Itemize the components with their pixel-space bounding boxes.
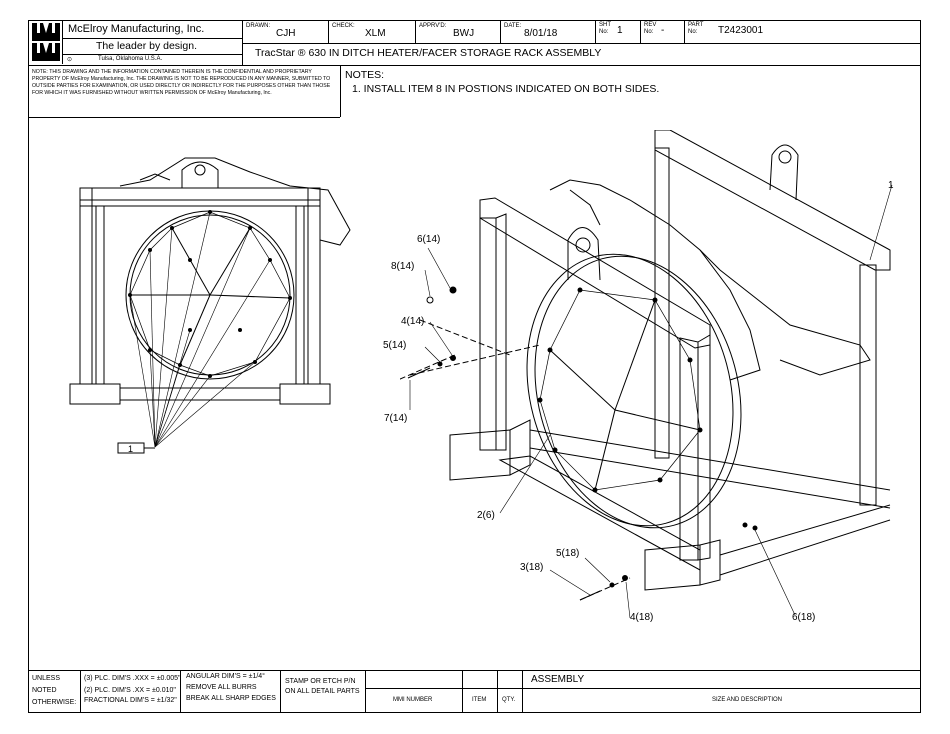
callout-5-18: 5(18): [556, 548, 580, 559]
callout-5-14: 5(14): [383, 340, 407, 351]
unless-label: UNLESS: [32, 675, 61, 682]
check-value: XLM: [365, 28, 386, 39]
break-edges: BREAK ALL SHARP EDGES: [186, 695, 276, 702]
sht-label-1: SHT: [599, 22, 611, 28]
part-label-1: PART: [688, 22, 704, 28]
stamp-note-1: STAMP OR ETCH P/N: [285, 678, 356, 685]
apprvd-label: APPRV'D:: [419, 23, 447, 29]
apprvd-value: BWJ: [453, 28, 475, 39]
tolerance-fractional: FRACTIONAL DIM'S = ±1/32": [84, 697, 177, 704]
balloon-label: 1: [128, 444, 134, 454]
drawn-value: CJH: [276, 28, 296, 39]
callout-6-14: 6(14): [417, 234, 441, 245]
callout-3-18: 3(18): [520, 562, 544, 573]
qty-header: QTY.: [502, 697, 516, 703]
part-number: T2423001: [718, 25, 764, 36]
notes-heading: NOTES:: [345, 69, 385, 81]
stamp-note-2: ON ALL DETAIL PARTS: [285, 688, 360, 695]
sht-label-2: No:: [599, 29, 609, 35]
callout-2-6: 2(6): [477, 510, 495, 521]
callout-6-18: 6(18): [792, 612, 816, 623]
drawn-label: DRAWN:: [246, 23, 271, 29]
noted-label: NOTED: [32, 687, 57, 694]
date-label: DATE:: [504, 23, 522, 29]
company-slogan: The leader by design.: [96, 40, 197, 52]
part-label-2: No:: [688, 29, 698, 35]
callout-4-14: 4(14): [401, 316, 425, 327]
drawing-title: TracStar ® 630 IN DITCH HEATER/FACER STO…: [255, 47, 602, 59]
item-header: ITEM: [472, 697, 487, 703]
remove-burrs: REMOVE ALL BURRS: [186, 684, 257, 691]
drawing-border: [28, 20, 921, 713]
angular-tolerance: ANGULAR DIM'S = ±1/4°: [186, 673, 265, 680]
rev-label-1: REV: [644, 22, 657, 28]
tolerance-3plc: (3) PLC. DIM'S .XXX = ±0.005": [84, 675, 181, 682]
front-view-drawing: [69, 157, 351, 454]
company-name: McElroy Manufacturing, Inc.: [68, 23, 205, 35]
company-location: Tulsa, Oklahoma U.S.A.: [98, 56, 163, 62]
compass-icon: ⊙: [67, 57, 73, 63]
assembly-label: ASSEMBLY: [531, 674, 585, 685]
callout-4-18: 4(18): [630, 612, 654, 623]
callout-8-14: 8(14): [391, 261, 415, 272]
sht-value: 1: [617, 25, 623, 36]
otherwise-label: OTHERWISE:: [32, 699, 77, 706]
tolerance-2plc: (2) PLC. DIM'S .XX = ±0.010": [84, 687, 176, 694]
rev-label-2: No:: [644, 29, 654, 35]
rev-value: -: [661, 25, 665, 36]
note-item-1: 1. INSTALL ITEM 8 IN POSTIONS INDICATED …: [352, 83, 660, 95]
mmi-logo: [30, 21, 62, 63]
check-label: CHECK:: [332, 23, 355, 29]
size-description-header: SIZE AND DESCRIPTION: [712, 697, 783, 703]
confidential-note: NOTE: THIS DRAWING AND THE INFORMATION C…: [32, 69, 331, 96]
callout-7-14: 7(14): [384, 413, 408, 424]
callout-1: 1: [888, 180, 894, 191]
isometric-view-drawing: [400, 130, 893, 619]
date-value: 8/01/18: [524, 28, 558, 39]
mmi-number-header: MMI NUMBER: [393, 697, 433, 703]
